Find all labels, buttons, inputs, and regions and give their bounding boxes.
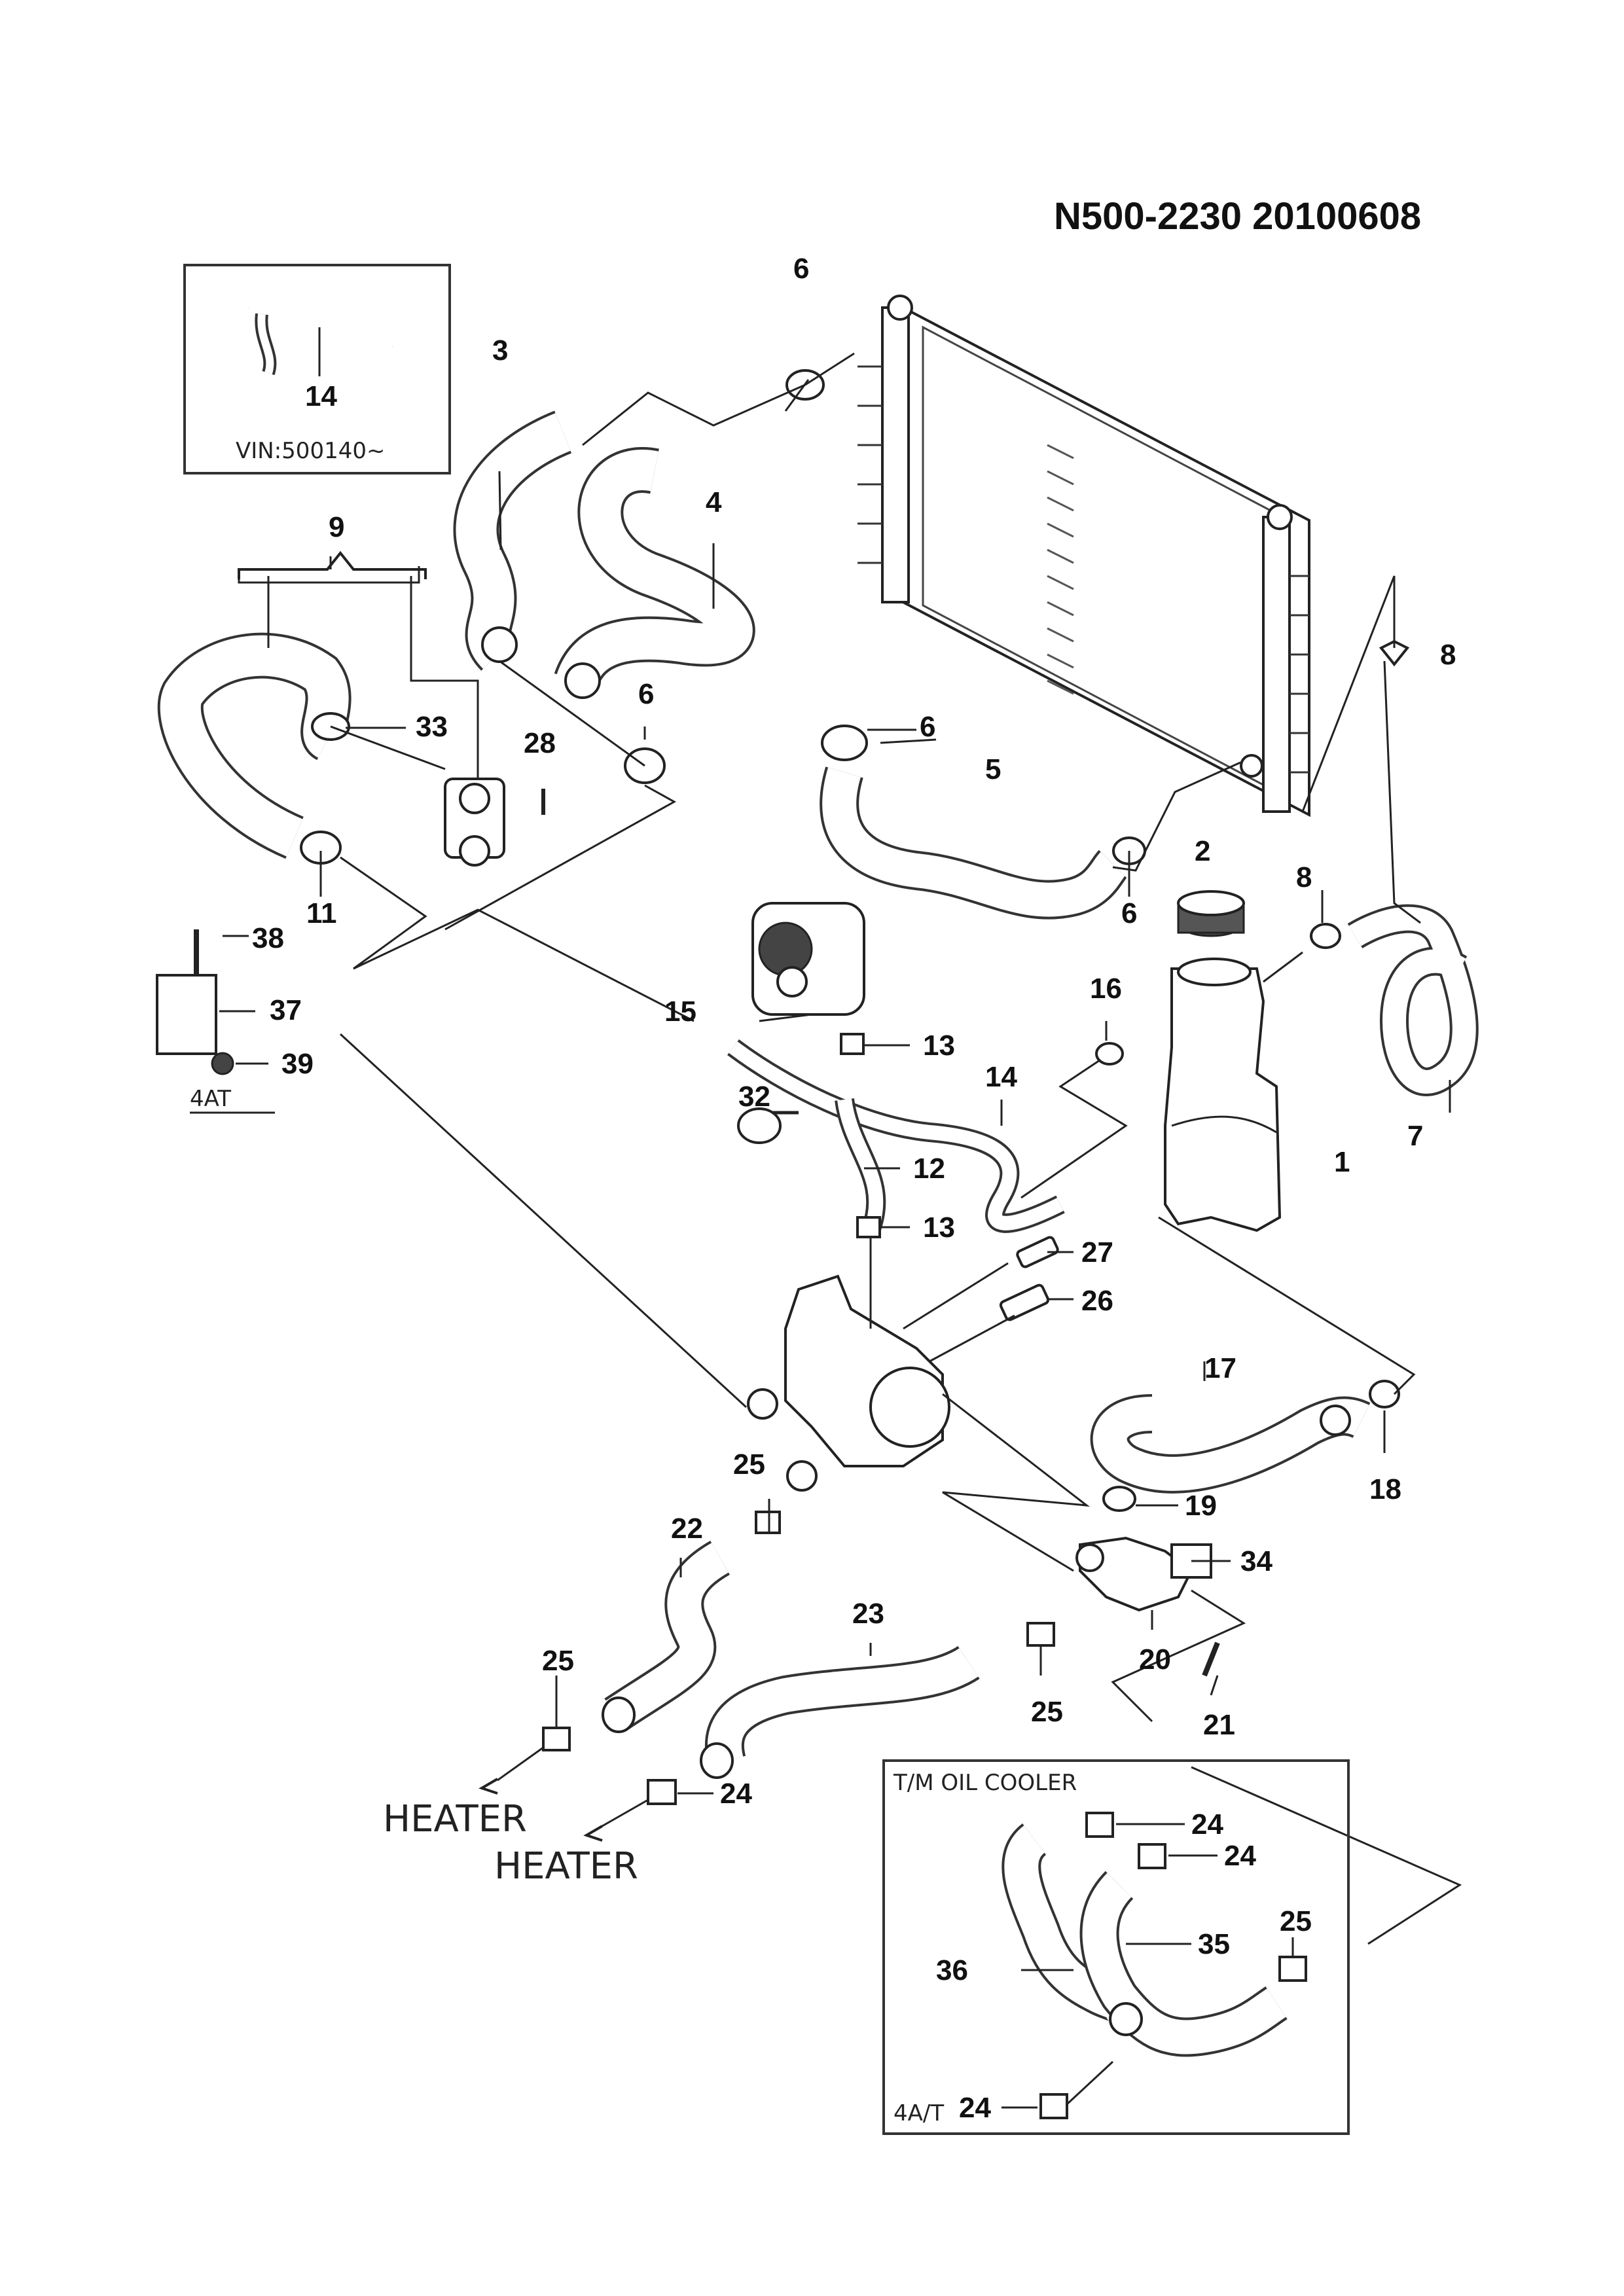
callout-6-upper: 6: [920, 711, 935, 743]
callout-8-mid: 8: [1296, 861, 1312, 893]
callout-6-mid: 6: [638, 678, 654, 710]
inset-vin-box: 14 VIN:500140~: [183, 264, 451, 475]
callout-21: 21: [1203, 1709, 1235, 1741]
callout-17: 17: [1204, 1352, 1236, 1384]
callout-25-lower: 25: [1031, 1696, 1063, 1728]
callout-20: 20: [1139, 1643, 1171, 1676]
callout-25-upper: 25: [733, 1448, 765, 1480]
callout-1: 1: [1334, 1146, 1350, 1178]
callout-32: 32: [738, 1081, 770, 1113]
callout-24-inset-a: 24: [1191, 1808, 1223, 1840]
callout-25-left: 25: [542, 1645, 574, 1677]
callout-28: 28: [524, 727, 556, 759]
callout-22: 22: [671, 1513, 703, 1545]
callout-12: 12: [913, 1153, 945, 1185]
callout-16: 16: [1090, 973, 1122, 1005]
callout-3: 3: [492, 334, 508, 367]
callout-24-inset-c: 24: [959, 2092, 991, 2124]
radiator: [857, 295, 1310, 817]
callout-11: 11: [306, 897, 337, 929]
callout-15: 15: [664, 996, 696, 1028]
bracket-note-4at: 4AT: [190, 1086, 231, 1112]
callout-27: 27: [1081, 1236, 1113, 1268]
callout-2: 2: [1195, 835, 1210, 867]
callout-39: 39: [281, 1048, 314, 1080]
heater-label-2: HEATER: [494, 1845, 638, 1888]
callout-6-top: 6: [793, 253, 809, 285]
callout-13-upper: 13: [923, 1030, 955, 1062]
callout-labels: 6 3 4 9 8 6 6 33 28 5 2 8 6 38 11 16 37 …: [252, 253, 1456, 1810]
callout-13-lower: 13: [923, 1211, 955, 1244]
callout-14: 14: [985, 1061, 1017, 1093]
callout-25-inset: 25: [1280, 1905, 1312, 1937]
heater-arrow-1: [478, 1778, 499, 1795]
callout-26: 26: [1081, 1285, 1113, 1317]
callout-19: 19: [1185, 1490, 1217, 1522]
callout-34: 34: [1240, 1545, 1272, 1577]
hoses: [157, 410, 1479, 1766]
callout-24: 24: [720, 1778, 752, 1810]
oil-cooler-footer: 4A/T: [893, 2100, 944, 2126]
callout-18: 18: [1369, 1473, 1401, 1505]
inset-part-14-label: 14: [305, 380, 337, 412]
callout-8-right: 8: [1440, 639, 1456, 671]
callout-36: 36: [936, 1954, 968, 1986]
callout-5: 5: [985, 753, 1001, 785]
group-bracket-9: [238, 550, 427, 579]
callout-7: 7: [1407, 1120, 1423, 1152]
callout-33: 33: [416, 711, 448, 743]
callout-37: 37: [270, 994, 302, 1026]
inset-oil-cooler-box: T/M OIL COOLER 24 24 35 36 25 24 4A/T: [882, 1759, 1350, 2135]
callout-4: 4: [706, 486, 722, 518]
callout-35: 35: [1198, 1928, 1230, 1960]
inset-vin-note: VIN:500140~: [236, 438, 385, 464]
callout-6-lower: 6: [1121, 897, 1137, 929]
heater-label-1: HEATER: [383, 1798, 527, 1840]
callout-38: 38: [252, 922, 284, 954]
callout-9: 9: [329, 511, 344, 543]
document-number: N500-2230 20100608: [1054, 195, 1421, 238]
callout-23: 23: [852, 1598, 884, 1630]
heater-arrow-2: [583, 1825, 604, 1842]
oil-cooler-title: T/M OIL COOLER: [893, 1770, 1077, 1796]
callout-24-inset-b: 24: [1224, 1840, 1256, 1872]
